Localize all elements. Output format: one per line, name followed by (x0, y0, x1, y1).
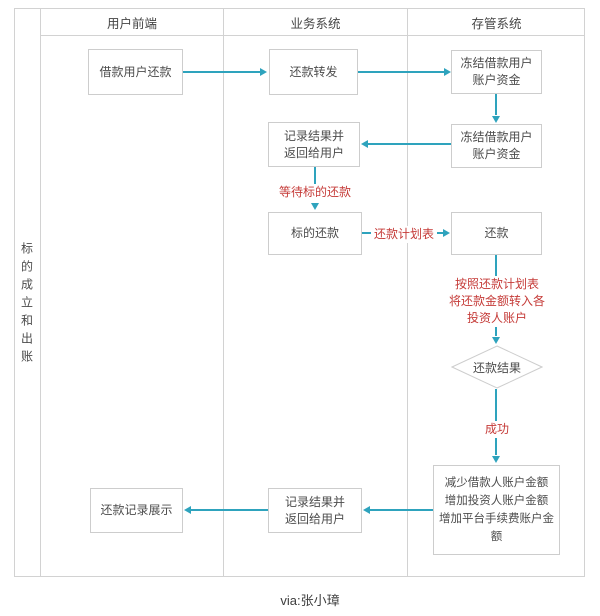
arrow-forward-to-freeze-line (358, 71, 444, 73)
arrow-record-to-display-head (184, 506, 191, 514)
header-divider (40, 35, 585, 36)
node-repayment-result: 还款结果 (472, 360, 521, 375)
sidebar-phase-label: 标的成立和出账 (19, 242, 34, 368)
decision-diamond-shape (451, 345, 543, 389)
sidebar-divider (40, 8, 41, 577)
arrow-borrower-to-forward-line (183, 71, 261, 73)
arrow-adjust-to-record-line (370, 509, 433, 511)
arrow-decision-to-adjust-head (492, 456, 500, 463)
arrow-forward-to-freeze-head (444, 68, 451, 76)
arrow-freeze1-to-freeze2-line (495, 94, 497, 115)
node-repayment-forward: 还款转发 (269, 49, 358, 95)
arrow-freeze2-to-record-head (361, 140, 368, 148)
arrow-record-to-display-line (191, 509, 268, 511)
lane-header-user-frontend: 用户前端 (106, 17, 157, 31)
edge-label-transfer-per-schedule: 按照还款计划表 将还款金额转入各 投资人账户 (445, 276, 549, 327)
arrow-repayment-to-decision-head (492, 337, 500, 344)
node-bid-repayment: 标的还款 (268, 212, 362, 255)
arrow-adjust-to-record-head (363, 506, 370, 514)
edge-label-repayment-schedule: 还款计划表 (370, 226, 438, 243)
lane-header-business-system: 业务系统 (290, 17, 341, 31)
lane-divider-2 (407, 8, 408, 577)
lane-divider-1 (223, 8, 224, 577)
node-record-result-2: 记录结果并 返回给用户 (268, 488, 362, 533)
arrow-bid-to-repayment-head (443, 229, 450, 237)
edge-label-success: 成功 (481, 421, 513, 438)
edge-label-wait-bid-repayment: 等待标的还款 (275, 184, 355, 201)
node-freeze-funds-1: 冻结借款用户 账户资金 (451, 50, 542, 94)
node-borrower-repayment: 借款用户还款 (88, 49, 183, 95)
node-freeze-funds-2: 冻结借款用户 账户资金 (451, 124, 542, 168)
arrow-record-to-bid-head (311, 203, 319, 210)
node-adjust-accounts: 减少借款人账户金额 增加投资人账户金额 增加平台手续费账户金额 (433, 465, 560, 555)
caption-credit: via:张小璋 (280, 593, 340, 608)
lane-header-custody-system: 存管系统 (471, 17, 522, 31)
arrow-freeze1-to-freeze2-head (492, 116, 500, 123)
arrow-freeze2-to-record-line (368, 143, 451, 145)
node-repayment-record-display: 还款记录展示 (90, 488, 183, 533)
node-record-result-1: 记录结果并 返回给用户 (268, 122, 360, 167)
arrow-borrower-to-forward-head (260, 68, 267, 76)
node-repayment: 还款 (451, 212, 542, 255)
